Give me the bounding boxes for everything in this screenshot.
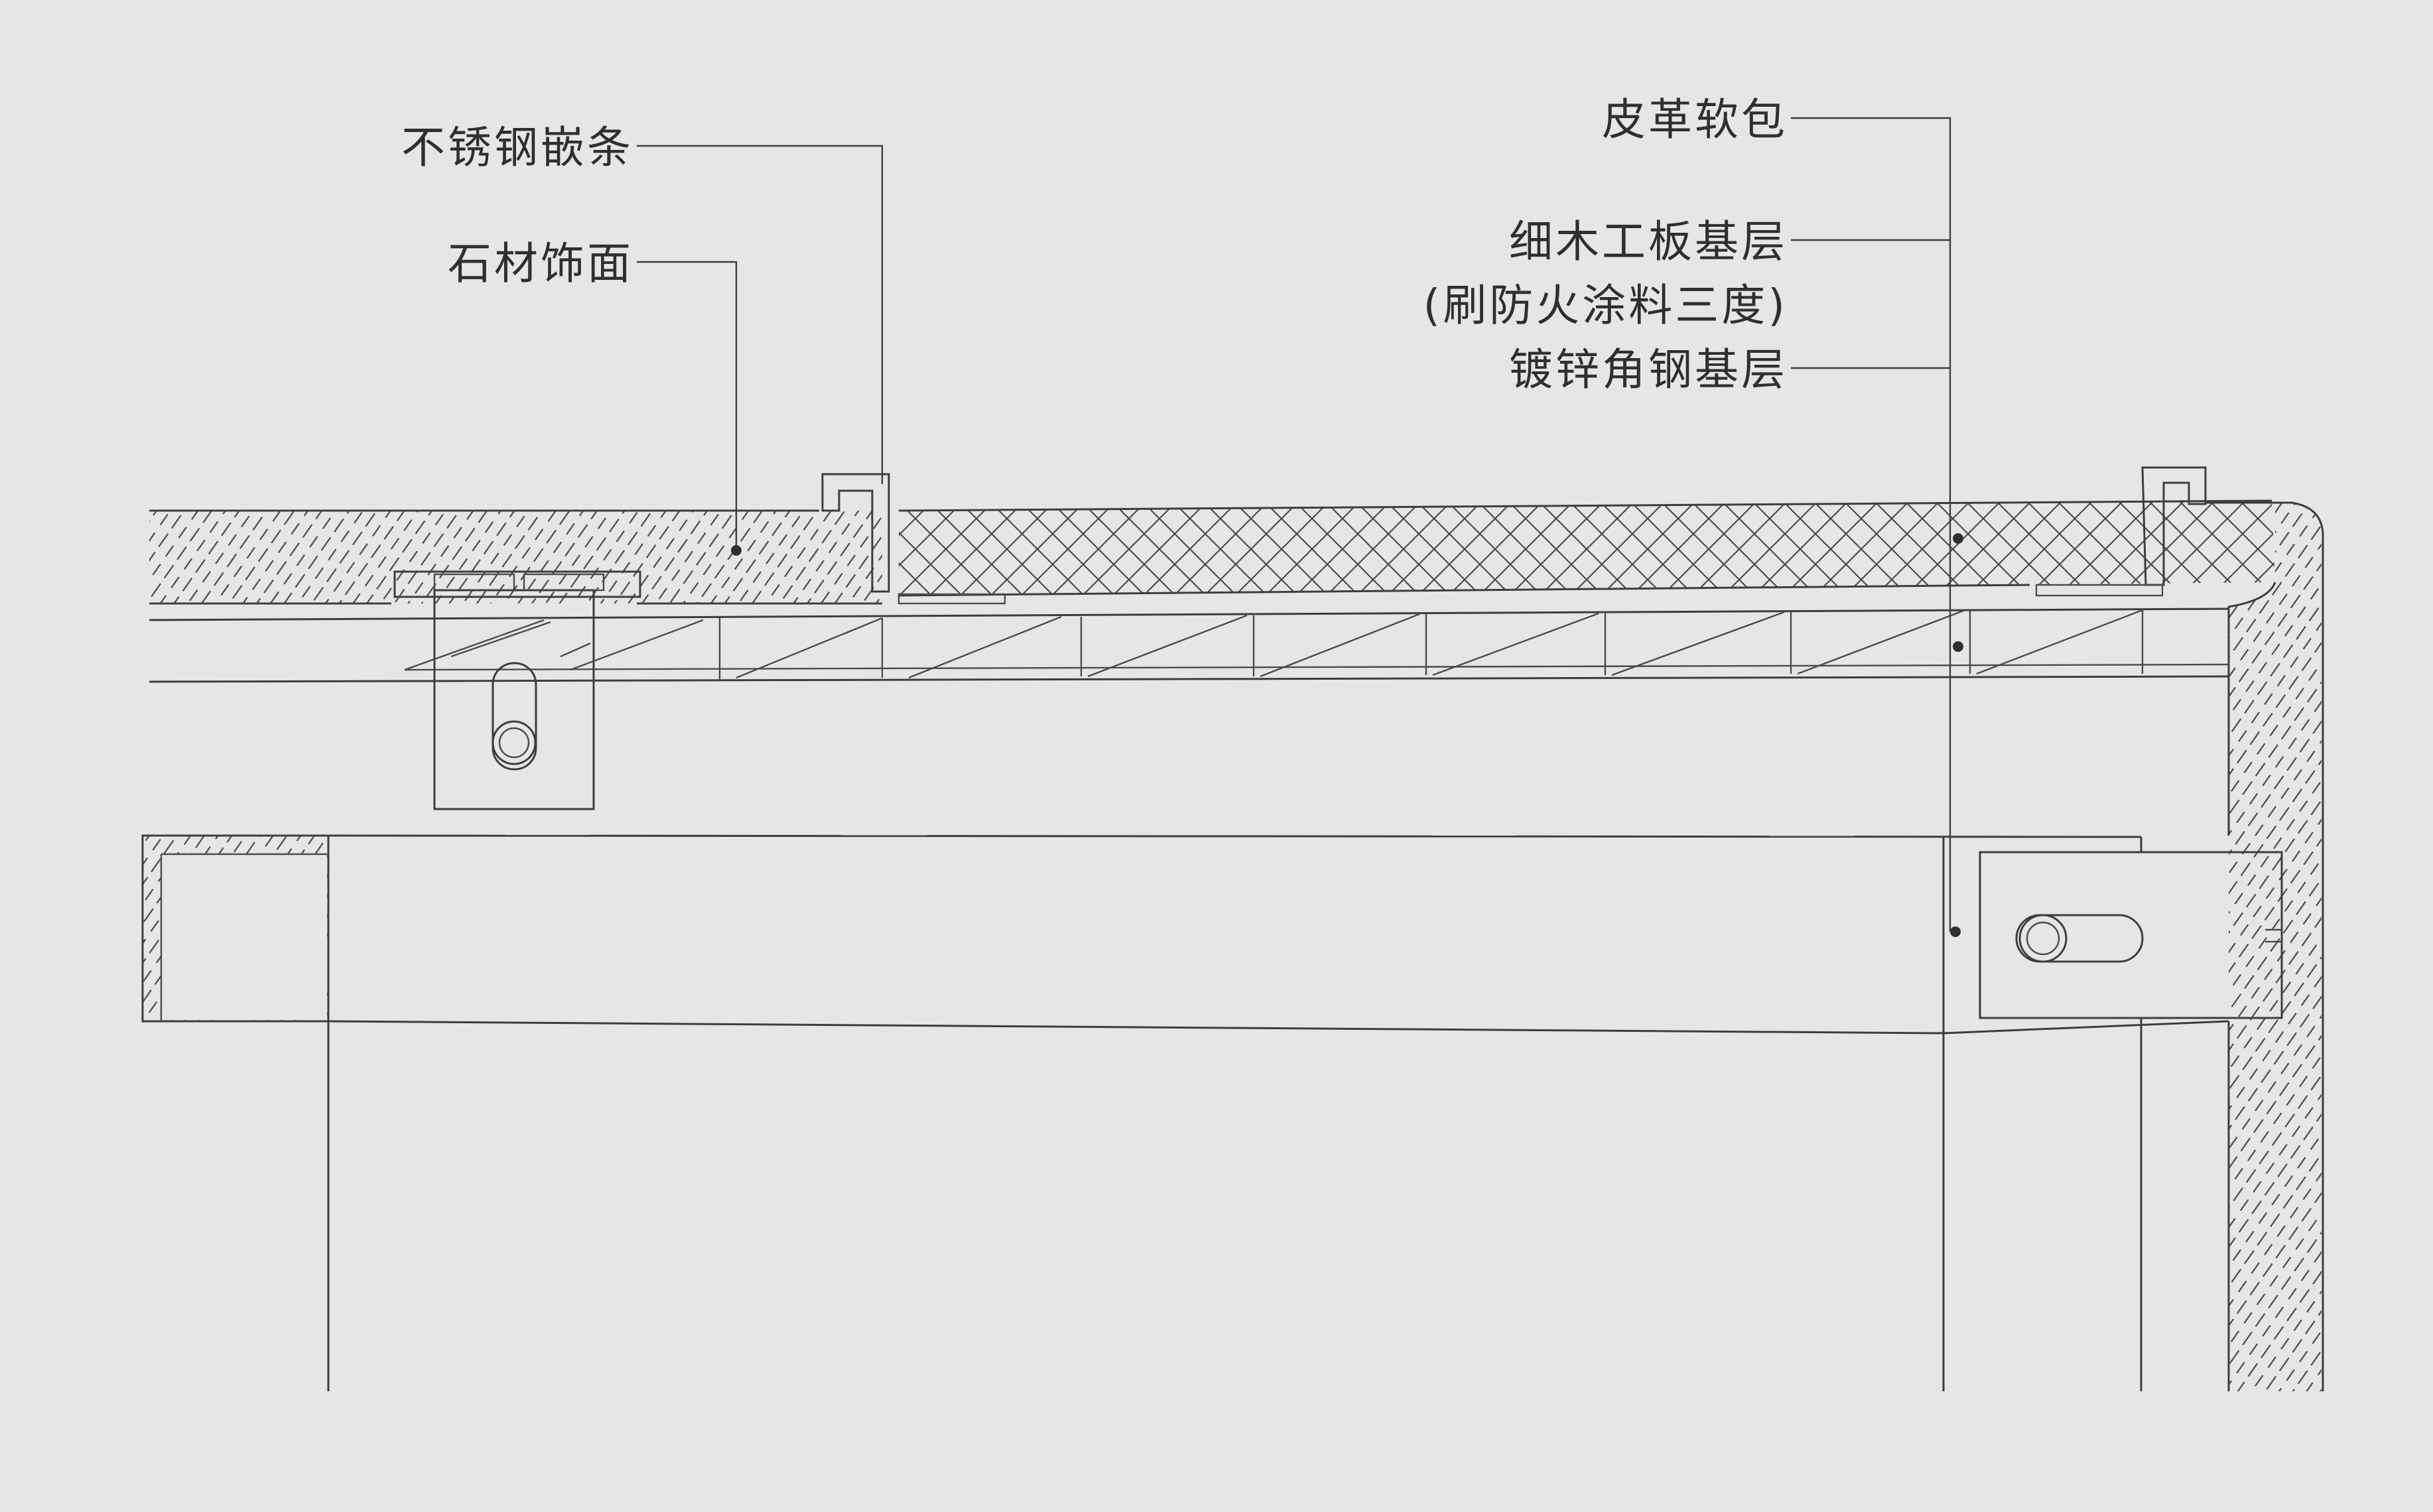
label-leather-pad: 皮革软包 <box>1602 94 1788 145</box>
stone-clip-bracket <box>393 570 641 810</box>
stone-finish-corner <box>2205 501 2324 1391</box>
label-stone-finish: 石材饰面 <box>448 238 633 289</box>
stainless-strip-left <box>821 473 890 593</box>
leader-lines <box>637 117 1963 937</box>
label-plywood-base: 细木工板基层 <box>1509 216 1788 267</box>
vertical-frame-lines <box>327 837 2142 1391</box>
stone-finish-layer <box>149 509 882 605</box>
steel-clip-bracket-right <box>1979 851 2283 1019</box>
stainless-strip-right <box>897 466 2207 605</box>
steel-tube-left <box>141 834 330 1023</box>
plywood-base-layer <box>149 607 2229 683</box>
label-fireproof-note: (刷防火涂料三度) <box>1423 280 1788 331</box>
galvanized-angle-steel <box>328 834 2229 1035</box>
label-galvanized-steel: 镀锌角钢基层 <box>1509 344 1788 395</box>
leather-pad-layer <box>898 499 2275 597</box>
label-stainless-strip: 不锈钢嵌条 <box>401 122 633 173</box>
